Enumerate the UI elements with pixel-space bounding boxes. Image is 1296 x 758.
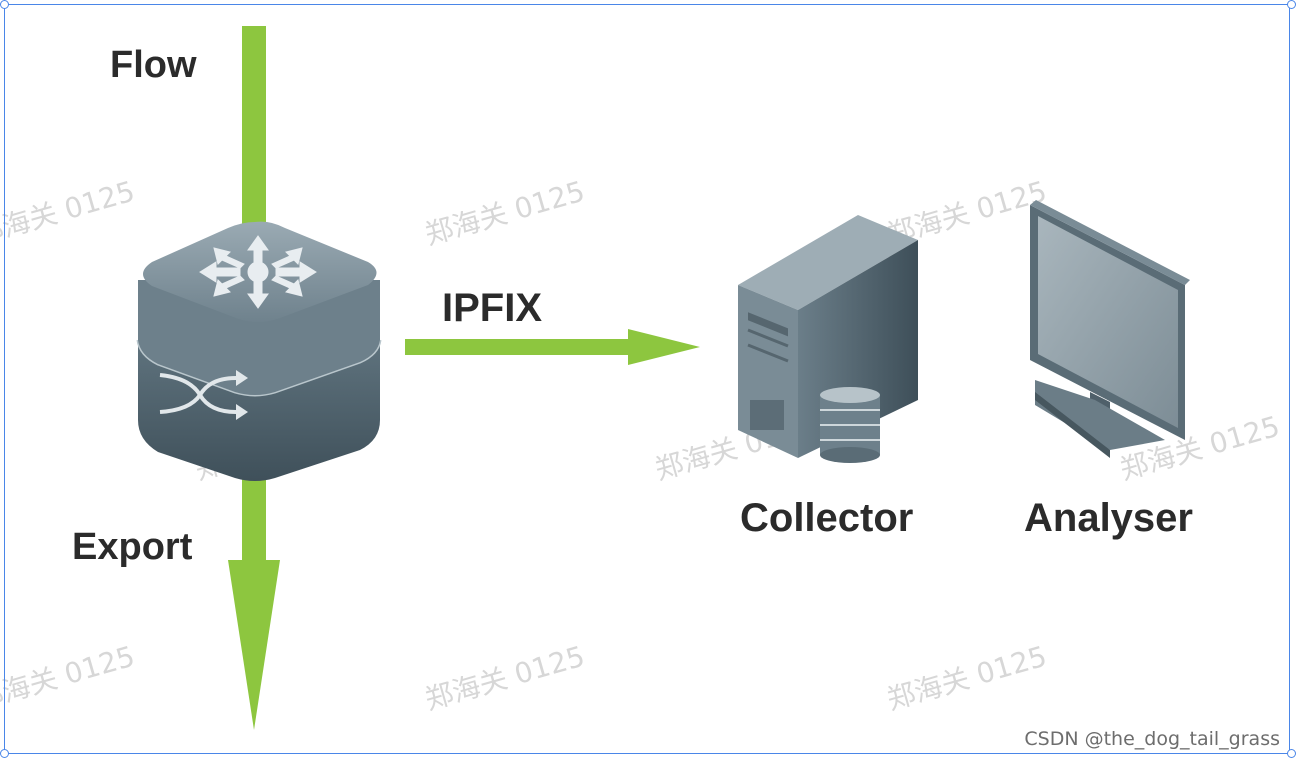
frame-handle[interactable] [1287,0,1296,9]
image-frame [4,4,1290,754]
frame-handle[interactable] [0,0,9,9]
frame-handle[interactable] [1287,749,1296,758]
frame-handle[interactable] [0,749,9,758]
